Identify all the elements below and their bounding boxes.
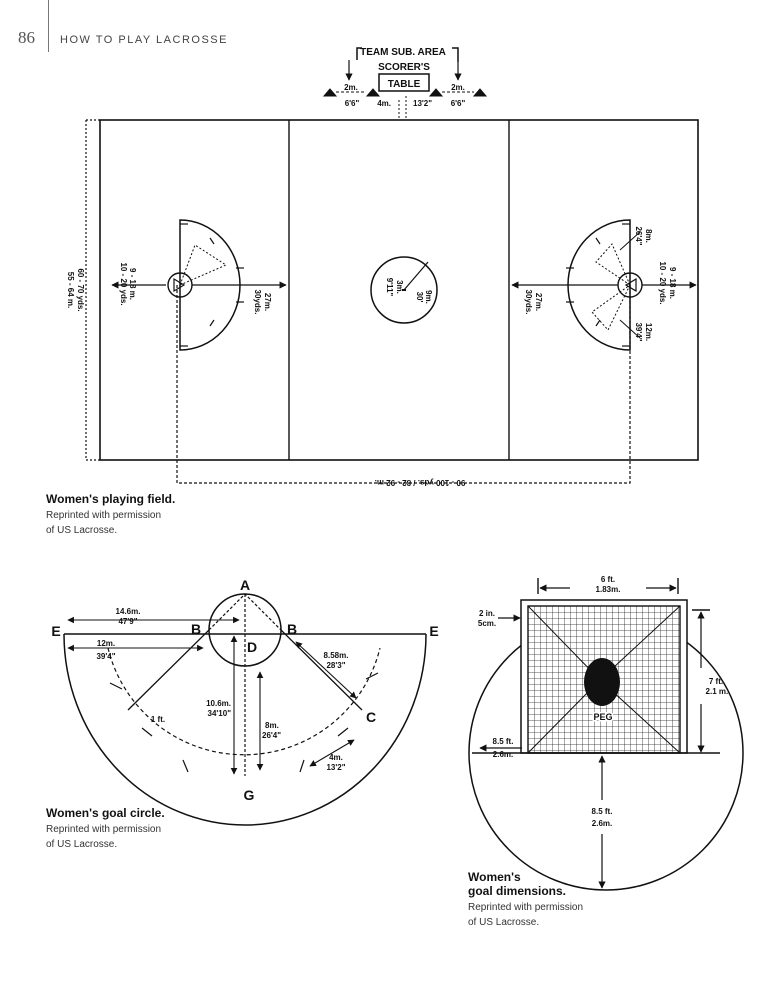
arc-8m-ft: 26'4": [634, 226, 643, 245]
radius-left-m: 2.6m.: [493, 750, 513, 759]
right-restrain-yds: 30yds.: [524, 290, 533, 315]
field-width-dimension: [85, 119, 100, 461]
goal-width-m: 1.83m.: [596, 585, 621, 594]
goal-circle-caption-credit-1: Reprinted with permission: [46, 824, 162, 835]
radius-down-ft: 8.5 ft.: [592, 807, 613, 816]
field-length-label: 90 - 100 yds. / 82 - 92 m.: [375, 478, 466, 487]
sub-area-marker-right-1: [428, 88, 444, 97]
point-b-right-label: B: [287, 621, 297, 637]
dim-8-58-m: 8.58m.: [324, 651, 349, 660]
field-caption-title: Women's playing field.: [46, 492, 176, 506]
dim-8-ft: 26'4": [262, 731, 281, 740]
header-rule: [48, 0, 49, 52]
dim-4-ft: 13'2": [326, 763, 345, 772]
goal-dimensions-labels: 6 ft. 1.83m. 2 in. 5cm. 7 ft. 2.1 m.. PE…: [478, 575, 731, 828]
sub-area-marker-right-2: [472, 88, 488, 97]
left-goal-dist-yds: 10 - 20 yds.: [119, 262, 128, 305]
playing-field-labels: TEAM SUB. AREA SCORER'S TABLE 2m. 2m. 6'…: [66, 47, 677, 487]
arc-8m-m: 8m.: [644, 229, 653, 243]
point-b-left-label: B: [191, 621, 201, 637]
dim-12-m: 12m.: [97, 639, 115, 648]
scorers-area: [322, 47, 488, 118]
dim-8-58-ft: 28'3": [326, 661, 345, 670]
sub-left-label: 2m.: [344, 83, 358, 92]
width-dim-m: 55 - 64 m.: [66, 272, 75, 308]
goal-circle-caption: Women's goal circle. Reprinted with perm…: [46, 806, 216, 852]
right-restrain-m: 27m.: [534, 293, 543, 311]
dim-14-6-ft: 47'9": [118, 617, 137, 626]
field-boundary: [99, 119, 699, 461]
goal-dims-caption-credit-1: Reprinted with permission: [468, 902, 584, 913]
page-number: 86: [18, 28, 35, 47]
goal-circle-diagram: [63, 593, 427, 826]
table-width-m: 4m.: [377, 99, 391, 108]
eight-meter-arc: [107, 647, 381, 756]
field-caption-credit-2: of US Lacrosse.: [46, 525, 118, 536]
team-sub-area-label: TEAM SUB. AREA: [360, 47, 446, 58]
center-inner-ft: 9'11": [385, 278, 394, 297]
goal-height-m: 2.1 m..: [706, 687, 731, 696]
goal-circle-caption-title: Women's goal circle.: [46, 806, 165, 820]
dim-4-m: 4m.: [329, 753, 343, 762]
goal-dimensions-diagram: [468, 578, 744, 891]
goal-circle-labels: A B B D E E C G 14.6m. 47'9" 12m. 39'4" …: [51, 577, 438, 803]
dim-14-6-m: 14.6m.: [116, 607, 141, 616]
playing-field-diagram: [85, 47, 699, 484]
left-goal-dist-m: 9 - 18 m.: [128, 268, 137, 300]
sub-area-marker-left-2: [365, 88, 381, 97]
radius-left-ft: 8.5 ft.: [493, 737, 514, 746]
goal-dimensions-caption: Women's goal dimensions. Reprinted with …: [468, 870, 618, 930]
width-dim-yds: 60 - 70 yds.: [76, 268, 85, 311]
running-title: HOW TO PLAY LACROSSE: [60, 34, 228, 46]
sub-left-ft: 6'6": [345, 99, 360, 108]
goal-height-ft: 7 ft.: [709, 677, 723, 686]
field-length-dimension: [176, 285, 631, 484]
net-pocket: [584, 658, 620, 706]
scorers-label: SCORER'S: [378, 62, 430, 73]
point-a-label: A: [240, 577, 250, 593]
center-circle: [370, 256, 438, 324]
goal-dims-caption-credit-2: of US Lacrosse.: [468, 917, 540, 928]
dim-8-m: 8m.: [265, 721, 279, 730]
sub-right-label: 2m.: [451, 83, 465, 92]
left-restrain-yds: 30yds.: [253, 290, 262, 315]
goal-dims-caption-title-2: goal dimensions.: [468, 884, 567, 898]
fan-arc: [63, 633, 427, 826]
point-d-label: D: [247, 639, 257, 655]
peg-label: PEG: [593, 712, 612, 722]
right-goal-dist-yds: 10 - 20 yds.: [658, 261, 667, 304]
left-goal-area: [111, 219, 287, 351]
arc-12m-m: 12m.: [644, 323, 653, 341]
dim-12-ft: 39'4": [96, 652, 115, 661]
dim-10-6-m: 10.6m.: [206, 699, 231, 708]
center-outer-ft: 30': [415, 292, 424, 303]
field-caption: Women's playing field. Reprinted with pe…: [46, 492, 216, 538]
field-caption-credit-1: Reprinted with permission: [46, 510, 162, 521]
table-label: TABLE: [388, 79, 421, 90]
goal-circle-caption-credit-2: of US Lacrosse.: [46, 839, 118, 850]
goal-dims-caption-title-1: Women's: [468, 870, 521, 884]
post-width-cm: 5cm.: [478, 619, 496, 628]
goal-width-ft: 6 ft.: [601, 575, 615, 584]
sub-right-ft: 6'6": [451, 99, 466, 108]
point-g-label: G: [244, 787, 255, 803]
center-inner-m: 3m.: [395, 280, 404, 294]
right-goal-dist-m: 9 - 18 m.: [668, 267, 677, 299]
table-width-ft: 13'2": [413, 99, 432, 108]
point-c-label: C: [366, 709, 376, 725]
right-goal-area: [511, 219, 697, 351]
dim-10-6-ft: 34'10": [208, 709, 232, 718]
sub-area-marker-left-1: [322, 88, 338, 97]
point-e-left-label: E: [51, 623, 60, 639]
radius-down-m: 2.6m.: [592, 819, 612, 828]
dim-1-ft: 1 ft.: [151, 715, 165, 724]
point-e-right-label: E: [429, 623, 438, 639]
left-restrain-m: 27m.: [263, 293, 272, 311]
center-outer-m: 9m.: [424, 290, 433, 304]
post-width-in: 2 in.: [479, 609, 495, 618]
scorers-table: [378, 73, 430, 92]
arc-12m-ft: 39'4": [634, 322, 643, 341]
